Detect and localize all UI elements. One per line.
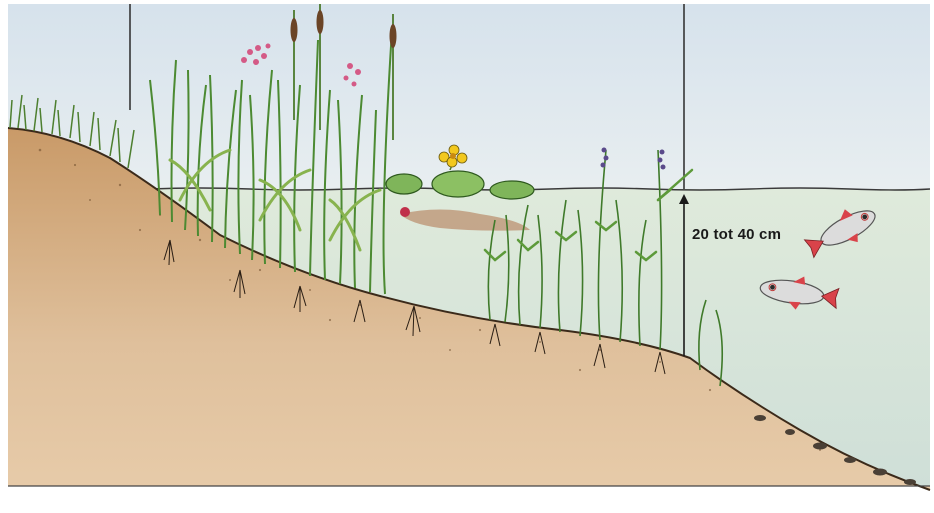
sky bbox=[8, 4, 930, 189]
depth-label: 20 tot 40 cm bbox=[692, 226, 781, 243]
